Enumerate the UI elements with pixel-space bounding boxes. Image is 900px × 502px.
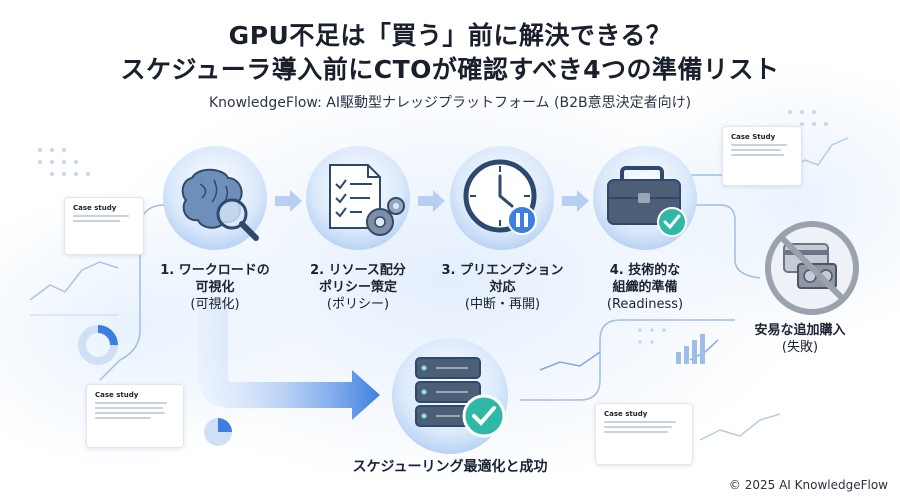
decor-line-chart-right [539, 339, 719, 371]
step-1-subtitle: (可視化) [190, 297, 240, 312]
decor-donut-chart [78, 325, 118, 365]
server-check-icon [392, 338, 508, 454]
connector-lines [99, 150, 761, 401]
failure-label: 安易な追加購入 (失敗) [740, 322, 860, 356]
step-3-label: 3. プリエンプション 対応 (中断・再開) [430, 262, 575, 313]
step-2-title-line-1: 2. リソース配分 [310, 263, 406, 278]
step-arrows [275, 190, 589, 212]
step-3-title-line-1: 3. プリエンプション [441, 263, 564, 278]
subtitle: KnowledgeFlow: AI駆動型ナレッジプラットフォーム (B2B意思決… [208, 95, 692, 111]
decor-bottom-right-chart [699, 413, 781, 441]
case-study-card-bottom-left[interactable]: Case study [86, 384, 184, 448]
case-study-card-title: Case study [604, 410, 648, 418]
step-2-title-line-2: ポリシー策定 [318, 280, 397, 295]
step-4-subtitle: (Readiness) [606, 297, 684, 312]
step-1-title-line-2: 可視化 [195, 280, 235, 295]
step-1-title-line-1: 1. ワークロードの [160, 263, 270, 278]
decor-line-chart-left [29, 261, 119, 316]
case-study-card-bottom-right[interactable]: Case study [595, 403, 693, 465]
title-line-1: GPU不足は「買う」前に解決できる？ [228, 21, 672, 50]
step-3-title-line-2: 対応 [489, 280, 516, 295]
clock-pause-icon [450, 146, 554, 250]
copyright: © 2025 AI KnowledgeFlow [728, 478, 888, 492]
step-2-subtitle: (ポリシー) [326, 297, 390, 312]
step-2-label: 2. リソース配分 ポリシー策定 (ポリシー) [288, 262, 428, 313]
case-study-card-left[interactable]: Case study [64, 197, 144, 255]
success-label: スケジューリング最適化と成功 [352, 459, 548, 475]
decor-bar-chart [676, 334, 705, 364]
case-study-card-title: Case study [73, 204, 117, 212]
step-4-title-line-1: 4. 技術的な [609, 263, 681, 278]
toolbox-check-icon [593, 146, 697, 250]
step-3-subtitle: (中断・再開) [464, 297, 541, 312]
brain-magnifier-icon [163, 146, 267, 250]
case-study-card-title: Case Study [731, 133, 776, 141]
case-study-card-title: Case study [95, 391, 139, 399]
failure-subtitle: (失敗) [781, 340, 819, 355]
success-flow-arrow [198, 300, 380, 420]
step-4-title-line-2: 組織的準備 [612, 280, 678, 295]
decor-pie-chart [204, 418, 232, 446]
failure-title: 安易な追加購入 [754, 323, 846, 338]
decor-dots [38, 110, 828, 344]
step-1-label: 1. ワークロードの 可視化 (可視化) [145, 262, 285, 313]
case-study-card-top-right[interactable]: Case Study [722, 126, 802, 186]
document-gears-icon [306, 146, 410, 250]
no-gpu-purchase-icon [765, 221, 859, 315]
title-line-2: スケジューラ導入前にCTOが確認すべき4つの準備リスト [120, 55, 780, 84]
step-4-label: 4. 技術的な 組織的準備 (Readiness) [575, 262, 715, 313]
